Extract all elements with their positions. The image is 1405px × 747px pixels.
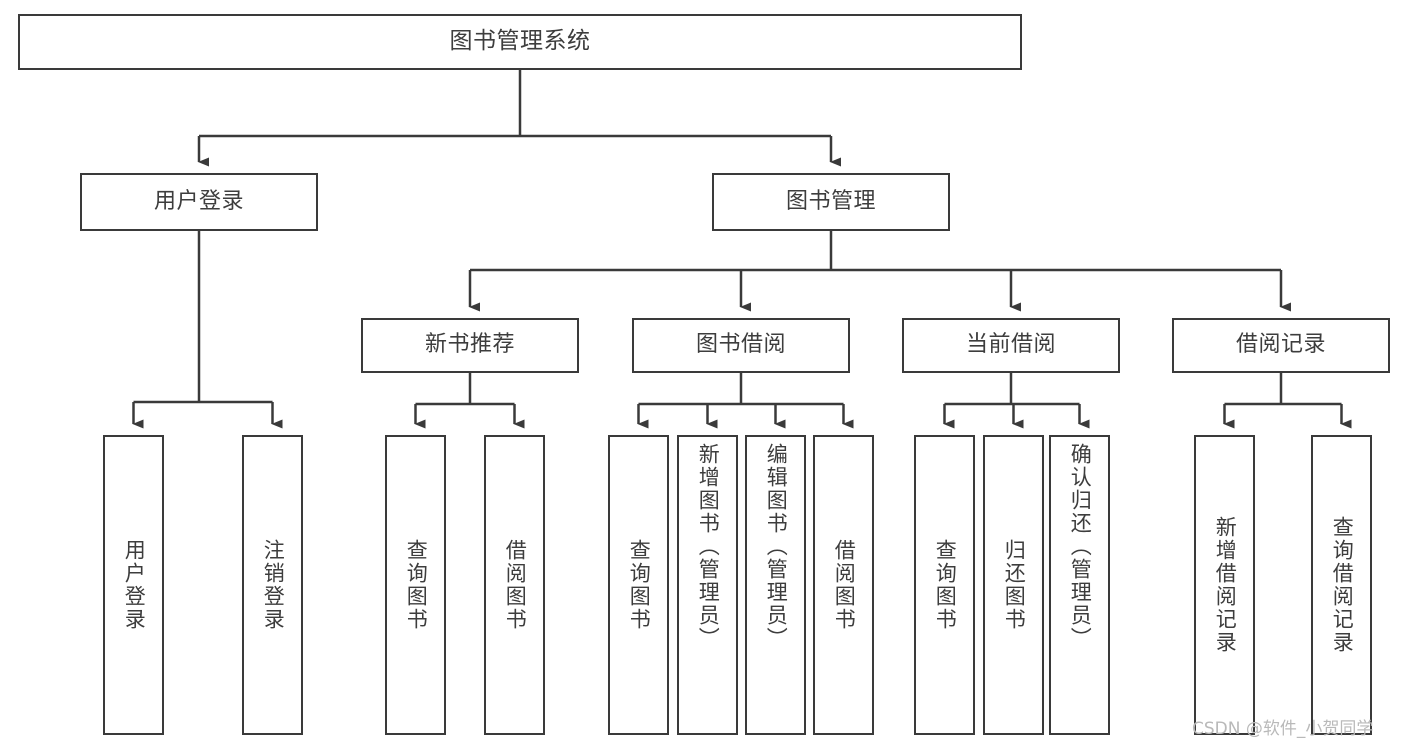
node-user-login[interactable]: 用户登录 <box>80 173 318 231</box>
node-book-manage[interactable]: 图书管理 <box>712 173 950 231</box>
node-label: 查询图书 <box>933 539 958 631</box>
node-label: 编辑图书（管理员） <box>764 443 789 650</box>
node-label: 新书推荐 <box>424 332 515 358</box>
node-label: 查询图书 <box>404 539 429 631</box>
node-current-borrow[interactable]: 当前借阅 <box>902 318 1120 373</box>
node-leaf-brw-query[interactable]: 查询图书 <box>608 435 669 735</box>
node-label: 用户登录 <box>122 539 147 631</box>
node-leaf-cur-return[interactable]: 归还图书 <box>983 435 1044 735</box>
node-label: 当前借阅 <box>965 332 1056 358</box>
node-label: 借阅记录 <box>1235 332 1326 358</box>
node-label: 用户登录 <box>153 188 244 214</box>
node-leaf-brw-edit[interactable]: 编辑图书（管理员） <box>745 435 806 735</box>
node-label: 新增借阅记录 <box>1213 516 1238 654</box>
node-borrow-record[interactable]: 借阅记录 <box>1172 318 1390 373</box>
node-label: 查询图书 <box>627 539 652 631</box>
node-root[interactable]: 图书管理系统 <box>18 14 1022 70</box>
node-label: 图书管理 <box>785 188 876 214</box>
node-label: 新增图书（管理员） <box>696 443 721 650</box>
node-leaf-cur-confirm[interactable]: 确认归还（管理员） <box>1049 435 1110 735</box>
node-book-borrow[interactable]: 图书借阅 <box>632 318 850 373</box>
node-label: 查询借阅记录 <box>1330 516 1355 654</box>
node-label: 借阅图书 <box>503 539 528 631</box>
node-leaf-cur-query[interactable]: 查询图书 <box>914 435 975 735</box>
node-leaf-rec-query[interactable]: 查询图书 <box>385 435 446 735</box>
node-label: 图书借阅 <box>695 332 786 358</box>
node-label: 注销登录 <box>261 539 286 631</box>
node-new-book-rec[interactable]: 新书推荐 <box>361 318 579 373</box>
node-leaf-brw-lend[interactable]: 借阅图书 <box>813 435 874 735</box>
node-label: 图书管理系统 <box>449 28 591 55</box>
node-label: 归还图书 <box>1002 539 1027 631</box>
node-label: 借阅图书 <box>832 539 857 631</box>
node-leaf-user-logout[interactable]: 注销登录 <box>242 435 303 735</box>
node-leaf-rcd-add[interactable]: 新增借阅记录 <box>1194 435 1255 735</box>
node-leaf-rcd-query[interactable]: 查询借阅记录 <box>1311 435 1372 735</box>
node-leaf-brw-add[interactable]: 新增图书（管理员） <box>677 435 738 735</box>
node-leaf-user-login[interactable]: 用户登录 <box>103 435 164 735</box>
watermark: CSDN @软件_小贺同学 <box>1192 719 1374 739</box>
node-leaf-rec-borrow[interactable]: 借阅图书 <box>484 435 545 735</box>
node-label: 确认归还（管理员） <box>1068 443 1093 650</box>
